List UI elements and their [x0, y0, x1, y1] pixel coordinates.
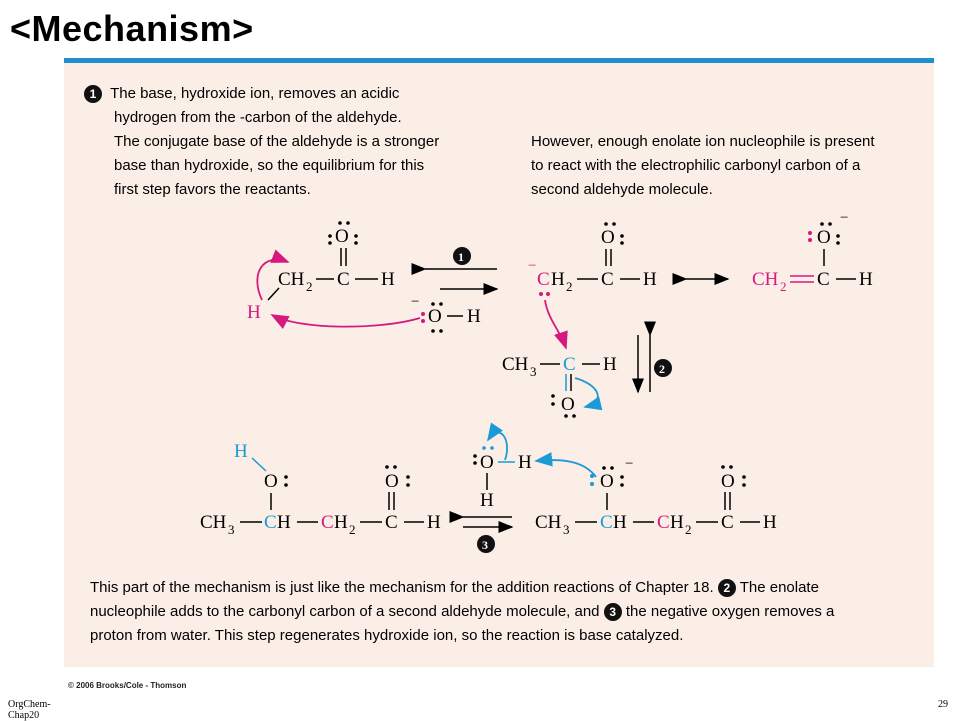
svg-text:−: −: [625, 456, 633, 472]
svg-text:CH: CH: [200, 512, 227, 533]
svg-text:C: C: [337, 269, 350, 290]
svg-text:H: H: [334, 512, 348, 533]
svg-text:O: O: [385, 471, 399, 492]
svg-text:C: C: [721, 512, 734, 533]
oxygen-atom: O: [335, 226, 349, 247]
step1-right-line-0: However, enough enolate ion nucleophile …: [531, 133, 875, 150]
svg-text:−: −: [411, 294, 419, 310]
svg-text:1: 1: [458, 250, 464, 264]
copyright: © 2006 Brooks/Cole - Thomson: [68, 681, 187, 690]
svg-text:C: C: [385, 512, 398, 533]
step1-right-line-2: second aldehyde molecule.: [531, 181, 713, 198]
svg-text:H: H: [277, 512, 291, 533]
svg-text:O: O: [480, 452, 494, 473]
equilibrium-arrow-step2: 2: [632, 321, 672, 394]
svg-text:CH: CH: [535, 512, 562, 533]
svg-text:3: 3: [563, 522, 570, 537]
svg-text:2: 2: [349, 522, 356, 537]
step1-line-1: hydrogen from the -carbon of the aldehyd…: [114, 109, 402, 126]
svg-text:CH: CH: [278, 269, 305, 290]
svg-text:C: C: [657, 512, 670, 533]
svg-text:−: −: [840, 210, 848, 226]
bottom-line2-b: the negative oxygen removes a: [625, 603, 835, 620]
svg-text:H: H: [234, 441, 248, 462]
svg-text:H: H: [480, 490, 494, 511]
step1-text: 1 The base, hydroxide ion, removes an ac…: [84, 82, 504, 202]
svg-text:H: H: [247, 302, 261, 323]
step1-line-0: The base, hydroxide ion, removes an acid…: [110, 85, 400, 102]
step1-right-line-1: to react with the electrophilic carbonyl…: [531, 157, 861, 174]
svg-text:H: H: [603, 354, 617, 375]
svg-text:H: H: [467, 306, 481, 327]
svg-text:2: 2: [306, 279, 313, 294]
svg-text:C: C: [563, 354, 576, 375]
page-title: <Mechanism>: [10, 8, 254, 49]
svg-text:H: H: [427, 512, 441, 533]
bottom-line1-a: This part of the mechanism is just like …: [90, 579, 714, 596]
svg-text:2: 2: [780, 279, 787, 294]
svg-text:C: C: [264, 512, 277, 533]
svg-text:H: H: [381, 269, 395, 290]
svg-text:C: C: [537, 269, 550, 290]
svg-text:O: O: [264, 471, 278, 492]
svg-text:2: 2: [566, 279, 573, 294]
footer-course: OrgChem- Chap20: [8, 699, 51, 721]
svg-text:CH: CH: [752, 269, 779, 290]
bottom-line3: proton from water. This step regenerates…: [90, 627, 684, 644]
bottom-line1-b: The enolate: [739, 579, 819, 596]
svg-text:O: O: [601, 227, 615, 248]
title-rule: [64, 58, 934, 63]
water-molecule: O H H: [473, 422, 597, 511]
bottom-line2-a: nucleophile adds to the carbonyl carbon …: [90, 603, 600, 620]
step1-line-2: The conjugate base of the aldehyde is a …: [114, 133, 440, 150]
equilibrium-arrow-step1: 1: [411, 247, 499, 295]
svg-text:3: 3: [530, 364, 537, 379]
page-number: 29: [938, 699, 948, 710]
svg-text:3: 3: [228, 522, 235, 537]
svg-text:H: H: [613, 512, 627, 533]
svg-text:2: 2: [659, 362, 665, 376]
svg-text:C: C: [600, 512, 613, 533]
svg-text:H: H: [859, 269, 873, 290]
svg-text:H: H: [518, 452, 532, 473]
svg-text:H: H: [551, 269, 565, 290]
step1-line-4: first step favors the reactants.: [114, 181, 311, 198]
svg-text:H: H: [643, 269, 657, 290]
svg-text:H: H: [763, 512, 777, 533]
step2-number: 2: [717, 579, 736, 598]
svg-text:C: C: [817, 269, 830, 290]
bottom-explanation: This part of the mechanism is just like …: [90, 576, 930, 648]
equilibrium-arrow-step3: 3: [449, 511, 514, 553]
svg-text:2: 2: [685, 522, 692, 537]
svg-text:CH: CH: [502, 354, 529, 375]
svg-text:O: O: [817, 227, 831, 248]
step1-number: 1: [84, 85, 102, 104]
svg-text:O: O: [600, 471, 614, 492]
step1-right-text: However, enough enolate ion nucleophile …: [531, 130, 931, 202]
step3-number: 3: [603, 603, 622, 622]
svg-text:C: C: [321, 512, 334, 533]
mechanism-panel: [64, 63, 934, 667]
svg-text:O: O: [561, 394, 575, 415]
svg-text:O: O: [721, 471, 735, 492]
svg-text:C: C: [601, 269, 614, 290]
step1-line-3: base than hydroxide, so the equilibrium …: [114, 157, 425, 174]
svg-text:−: −: [528, 258, 536, 274]
svg-text:3: 3: [482, 538, 488, 552]
svg-text:O: O: [428, 306, 442, 327]
svg-text:H: H: [670, 512, 684, 533]
